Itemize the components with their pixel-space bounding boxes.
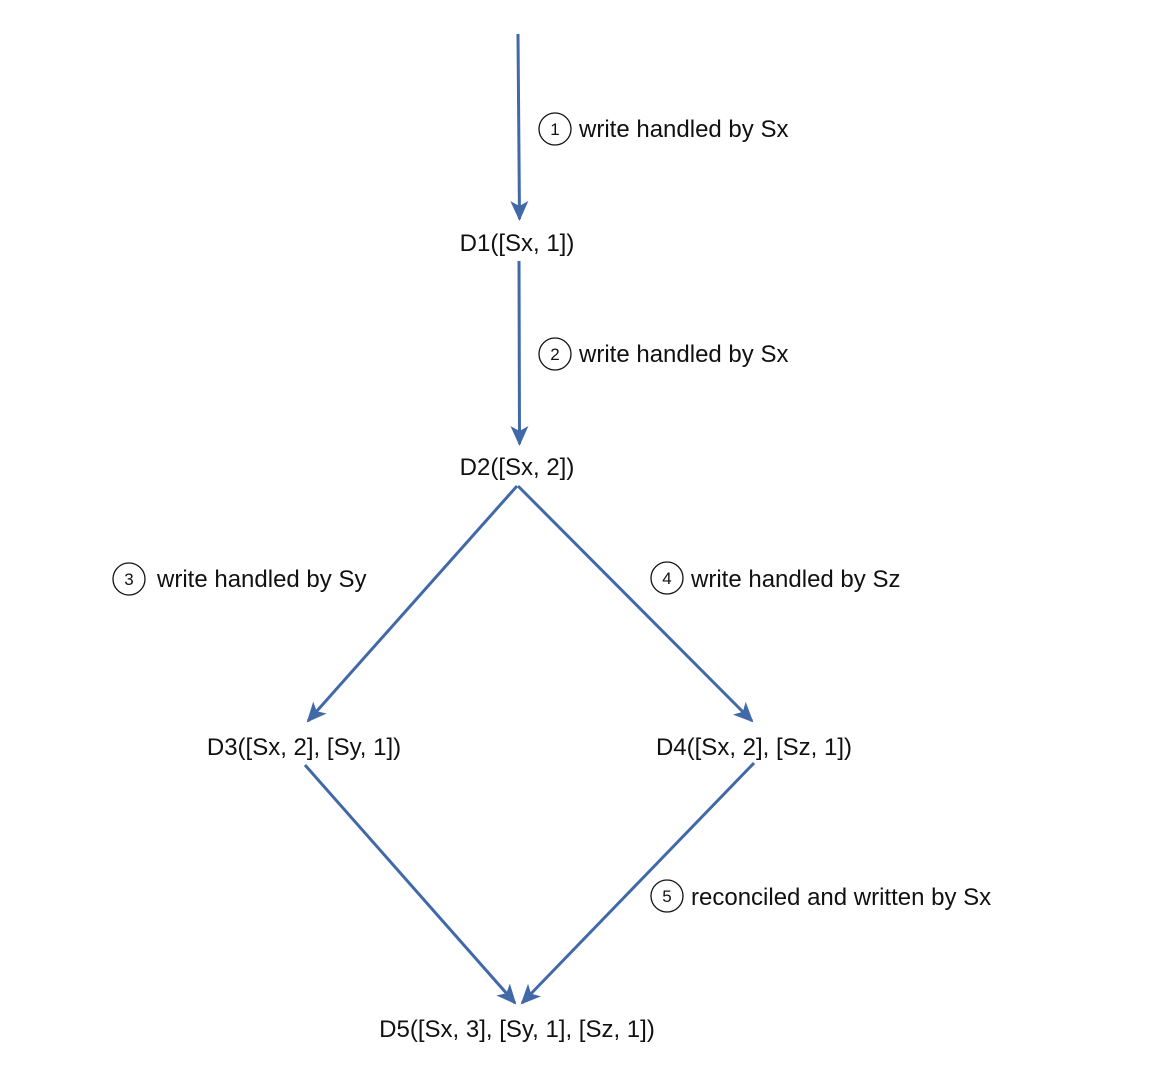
step-labels: 1 write handled by Sx 2 write handled by… (112, 112, 991, 913)
nodes: D1([Sx, 1]) D2([Sx, 2]) D3([Sx, 2], [Sy,… (207, 230, 852, 1043)
step-1-number: 1 (550, 120, 559, 139)
edges (303, 33, 756, 1005)
step-2-label: write handled by Sx (578, 341, 788, 368)
step-3: 3 write handled by Sy (112, 562, 366, 596)
step-5: 5 reconciled and written by Sx (650, 879, 991, 913)
step-1-circle (538, 112, 572, 146)
node-d5: D5([Sx, 3], [Sy, 1], [Sz, 1]) (379, 1016, 655, 1043)
step-2: 2 write handled by Sx (538, 337, 788, 371)
step-3-label: write handled by Sy (156, 566, 366, 593)
step-1: 1 write handled by Sx (538, 112, 788, 146)
step-3-circle (112, 562, 146, 596)
step-5-circle (650, 879, 684, 913)
edge-d3-to-d5 (303, 764, 517, 1005)
step-3-number: 3 (124, 570, 133, 589)
edge-d2-to-d3 (306, 485, 519, 723)
step-5-label: reconciled and written by Sx (691, 884, 991, 911)
step-4: 4 write handled by Sz (650, 561, 900, 595)
node-d2: D2([Sx, 2]) (460, 454, 575, 481)
edge-d4-to-d5 (520, 761, 756, 1005)
step-1-label: write handled by Sx (578, 116, 788, 143)
step-4-number: 4 (662, 569, 671, 588)
node-d3: D3([Sx, 2], [Sy, 1]) (207, 734, 401, 761)
edge-start-to-d1 (510, 33, 529, 221)
edge-d1-to-d2 (510, 260, 529, 446)
step-4-label: write handled by Sz (690, 566, 900, 593)
node-d4: D4([Sx, 2], [Sz, 1]) (656, 734, 852, 761)
edge-d2-to-d4 (516, 484, 754, 723)
step-4-circle (650, 561, 684, 595)
step-2-number: 2 (550, 345, 559, 364)
step-2-circle (538, 337, 572, 371)
node-d1: D1([Sx, 1]) (460, 230, 575, 257)
step-5-number: 5 (662, 887, 671, 906)
